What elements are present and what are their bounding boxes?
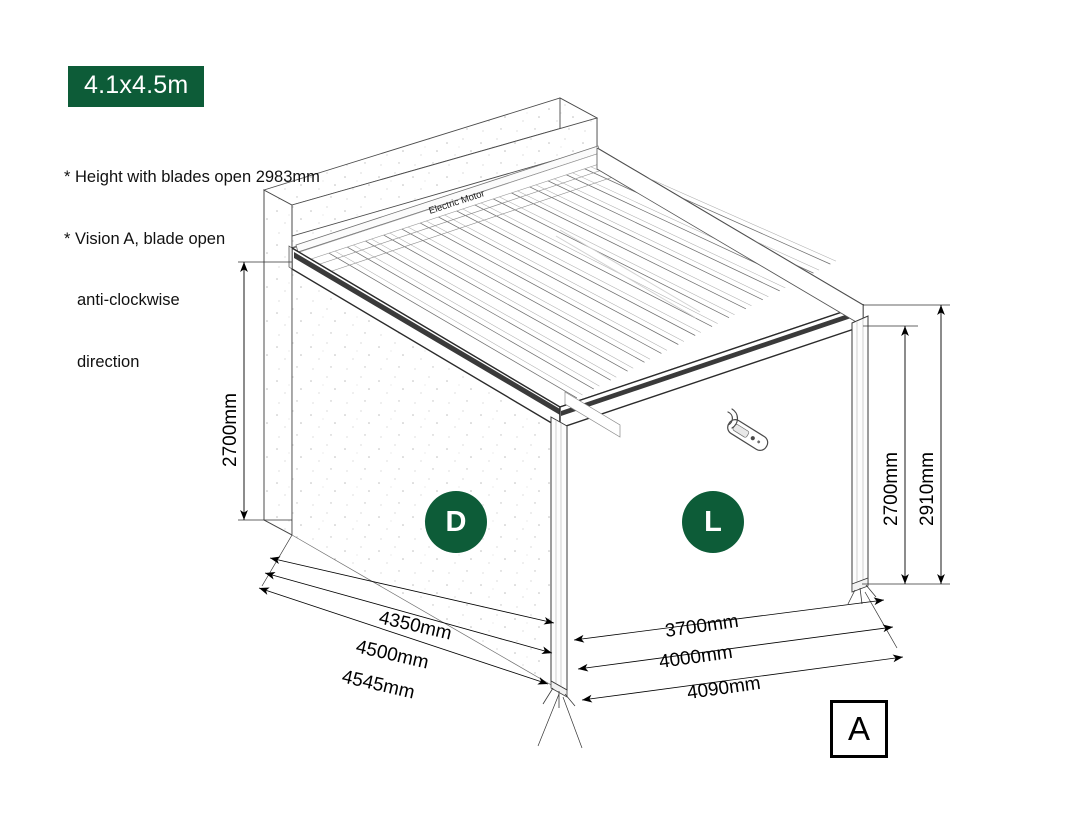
note-line-4: direction <box>77 352 140 371</box>
dimension-height-left: 2700mm <box>220 261 292 521</box>
remote-control-icon <box>727 419 769 451</box>
dim-label-length-4000: 4000mm <box>658 642 734 673</box>
dim-label-height-right-inner: 2700mm <box>881 452 902 526</box>
note-line-2: * Vision A, blade open <box>64 229 226 248</box>
badge-length: L <box>682 491 744 553</box>
notes-block: * Height with blades open 2983mm * Visio… <box>64 126 320 413</box>
vision-box: A <box>830 700 888 758</box>
dimension-height-right: 2700mm 2910mm <box>862 304 950 585</box>
dim-label-height-right-outer: 2910mm <box>917 452 938 526</box>
dim-label-height-left: 2700mm <box>220 393 241 467</box>
remote-signal-icon <box>727 408 738 429</box>
dim-label-length-4090: 4090mm <box>686 673 762 704</box>
dim-label-depth-4500: 4500mm <box>354 636 431 673</box>
note-line-1: * Height with blades open 2983mm <box>64 168 320 186</box>
note-line-3: anti-clockwise <box>77 291 180 309</box>
wall-bracket <box>564 391 621 438</box>
front-right-post <box>847 315 877 605</box>
dim-label-depth-4545: 4545mm <box>340 666 417 703</box>
dim-label-length-3700: 3700mm <box>664 611 740 642</box>
badge-depth: D <box>425 491 487 553</box>
louvered-roof <box>288 145 865 430</box>
size-badge: 4.1x4.5m <box>68 66 205 107</box>
